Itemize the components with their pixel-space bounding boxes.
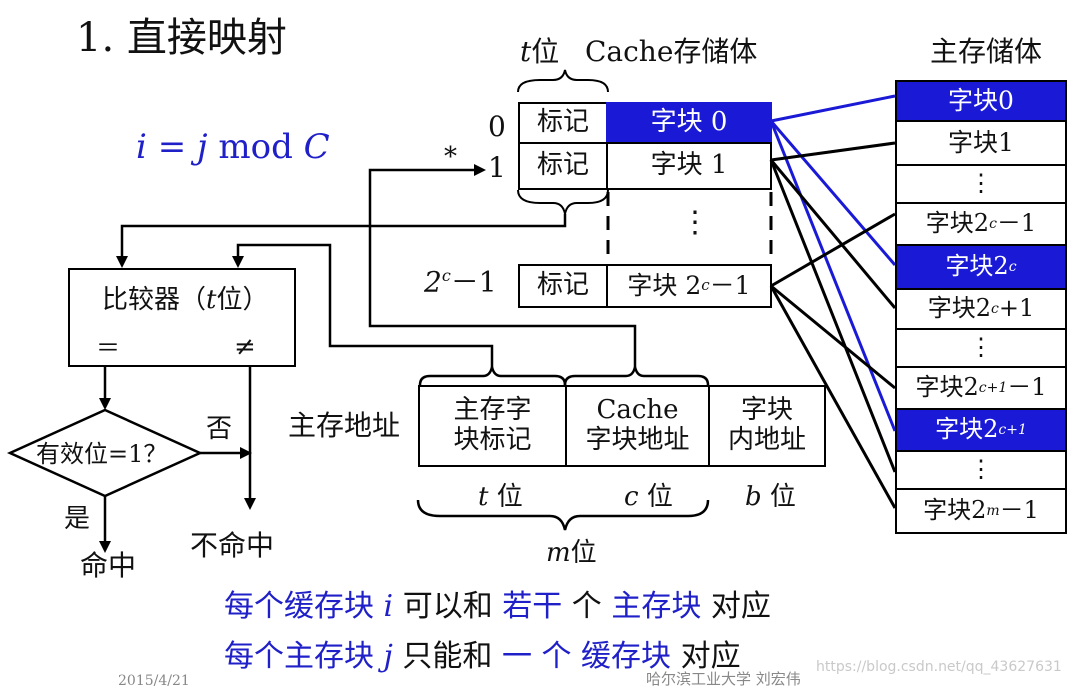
tag-field-brace (418, 366, 567, 386)
cache-block-1: 字块 1 (606, 142, 772, 190)
cache-index-0: 0 (488, 110, 506, 143)
tag-output-brace (517, 189, 609, 215)
cache-index-1: 1 (488, 151, 506, 184)
formula-mod: mod (218, 127, 293, 167)
tag-to-comparator (120, 214, 567, 262)
address-field-offset: 字块 内地址 (708, 385, 826, 467)
comparator-not-equal-label: ≠ (234, 332, 256, 362)
comparator-box: 比较器（t位） ＝ ≠ (68, 268, 296, 367)
slide-title: 1. 直接映射 (76, 15, 287, 61)
cache-ellipsis: ⋮ (680, 205, 710, 240)
comparator-equal-label: ＝ (96, 334, 120, 362)
addr-tag-to-comparator (236, 243, 494, 367)
t-bit-label: t位 (520, 35, 560, 68)
index-field-brace (563, 366, 710, 386)
cache-index-last: 2c－1 (424, 265, 497, 299)
cache-tag-1: 标记 (518, 142, 608, 190)
mm-ellipsis-2: ⋮ (897, 330, 1065, 368)
comparator-label: 比较器（t位） (102, 285, 269, 315)
miss-label: 不命中 (190, 529, 275, 562)
mapping-formula: i = j mod C (136, 130, 330, 164)
watermark: https://blog.csdn.net/qq_43627631 (816, 659, 1062, 675)
address-field-cache-block: Cache 字块地址 (565, 385, 710, 467)
formula-C: C (303, 127, 330, 167)
note-line-2: 每个主存块 j 只能和 一 个 缓存块 对应 (224, 639, 741, 674)
mm-ellipsis-3: ⋮ (897, 452, 1065, 490)
hit-label: 命中 (80, 549, 137, 582)
cache-title: Cache存储体 (585, 35, 758, 68)
cache-tag-last: 标记 (518, 264, 608, 308)
b-bits-label: b 位 (745, 482, 796, 512)
m-bits-label: m位 (546, 538, 597, 568)
m-bit-brace (416, 499, 710, 531)
asterisk-mark: * (444, 142, 457, 172)
formula-j: j (197, 127, 208, 167)
no-label: 否 (206, 414, 233, 444)
addr-index-to-cache (368, 168, 637, 367)
mm-block-1: 字块1 (897, 122, 1065, 166)
main-memory-title: 主存储体 (930, 35, 1043, 68)
formula-eq: = (157, 127, 187, 167)
yes-label: 是 (64, 504, 91, 534)
formula-i: i (136, 127, 147, 167)
t-bit-brace (517, 69, 609, 93)
mm-ellipsis-1: ⋮ (897, 166, 1065, 204)
t-bits-label: t 位 (478, 482, 523, 512)
cache-block-0: 字块 0 (606, 102, 772, 144)
footer-date: 2015/4/21 (118, 673, 190, 689)
mm-block-0: 字块0 (897, 82, 1065, 122)
valid-check-question: 有效位=1？ (36, 440, 168, 468)
note-line-1: 每个缓存块 i 可以和 若干 个 主存块 对应 (224, 589, 771, 624)
main-address-label: 主存地址 (288, 409, 401, 442)
footer-author: 哈尔滨工业大学 刘宏伟 (646, 670, 801, 688)
address-field-tag: 主存字 块标记 (418, 385, 567, 467)
cache-tag-0: 标记 (518, 102, 608, 144)
c-bits-label: c 位 (624, 482, 673, 512)
